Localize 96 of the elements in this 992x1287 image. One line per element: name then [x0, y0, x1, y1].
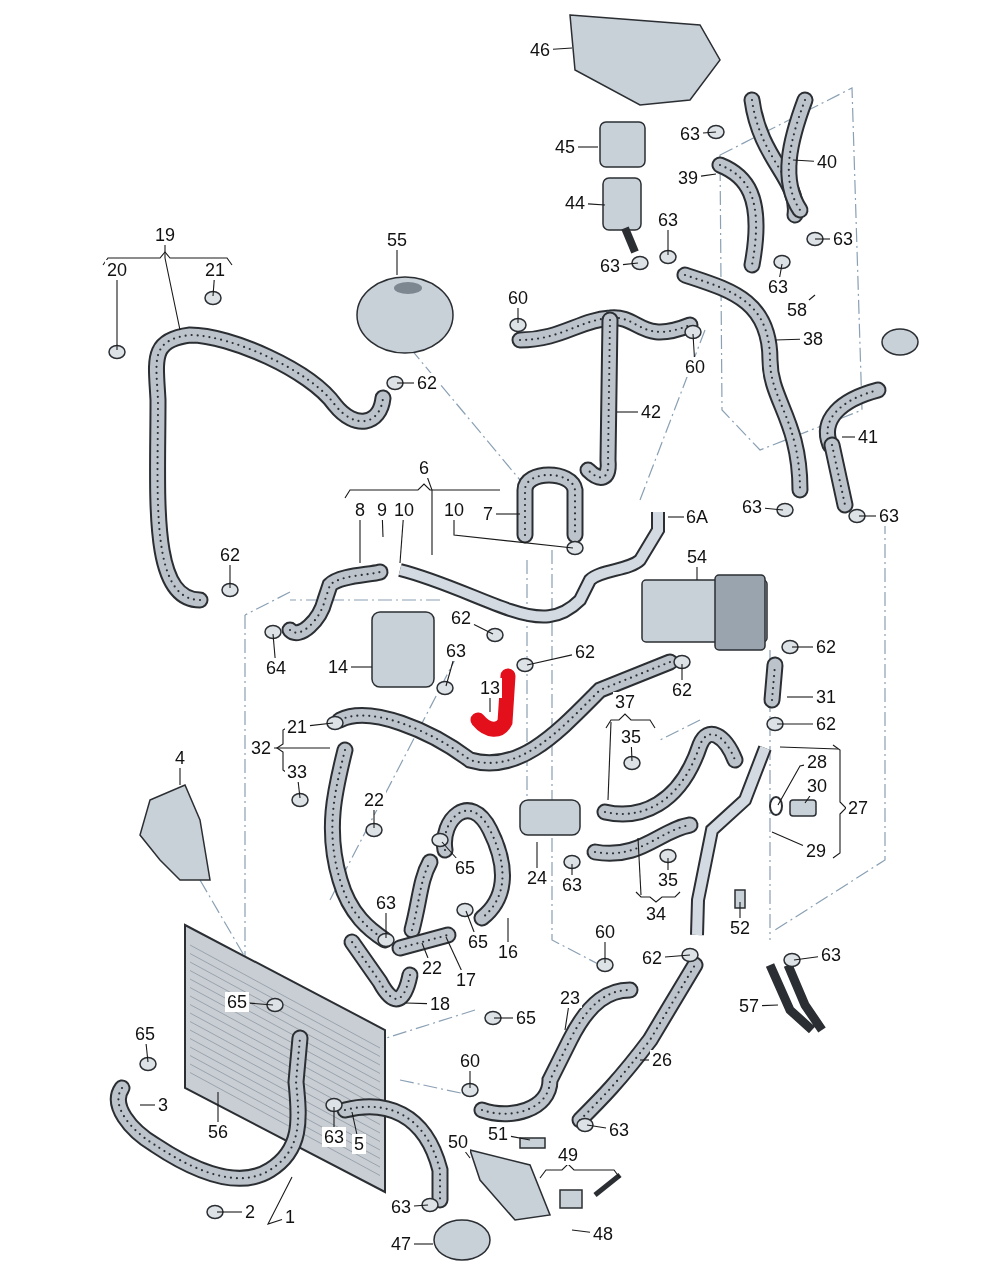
- leader-line: [814, 238, 831, 240]
- callout-number: 50: [446, 1132, 470, 1152]
- leader-line: [507, 917, 509, 943]
- leader-line: [604, 941, 606, 964]
- callout-number: 13: [478, 678, 502, 698]
- leader-line: [421, 942, 429, 959]
- leader-line: [212, 279, 215, 297]
- leader-line: [771, 831, 804, 846]
- leader-line: [808, 294, 816, 301]
- leader-line: [465, 910, 475, 933]
- leader-line: [702, 131, 717, 134]
- leader-line: [441, 841, 457, 859]
- leader-line: [297, 781, 301, 799]
- leader-line: [564, 1007, 569, 1031]
- leader-line: [464, 1151, 471, 1159]
- leader-line: [249, 1002, 274, 1006]
- leader-line: [413, 1204, 429, 1207]
- leader-line: [667, 229, 669, 256]
- leader-line: [373, 809, 375, 829]
- leader-line: [145, 1043, 149, 1063]
- leader-line: [350, 666, 373, 668]
- leader-line: [793, 956, 819, 961]
- callout-number: 63: [322, 1127, 346, 1147]
- leader-line: [229, 564, 231, 589]
- leader-line: [692, 333, 695, 358]
- leader-line: [272, 633, 276, 659]
- leader-line: [139, 1104, 156, 1106]
- leader-line: [381, 519, 384, 538]
- leader-line: [453, 519, 574, 549]
- leader-line: [473, 623, 494, 635]
- callout-number: 23: [558, 988, 582, 1008]
- callout-number: 60: [683, 357, 707, 377]
- callout-number: 30: [805, 776, 829, 796]
- leader-line: [587, 203, 606, 206]
- leader-line: [469, 1070, 471, 1089]
- callout-number: 65: [225, 992, 249, 1012]
- leader-line: [586, 1124, 607, 1129]
- leader-line: [536, 841, 538, 869]
- leader-line: [700, 173, 717, 177]
- leader-line: [667, 516, 685, 518]
- leader-line: [489, 697, 491, 713]
- leader-line: [804, 795, 811, 804]
- leader-line: [405, 1002, 428, 1005]
- leader-line: [571, 1229, 591, 1233]
- leader-line: [764, 507, 784, 511]
- leader-line: [493, 1017, 514, 1019]
- leader-line: [786, 696, 814, 698]
- leader-line: [664, 954, 691, 958]
- callout-number: 63: [877, 506, 901, 526]
- leader-line: [309, 722, 334, 727]
- leader-line: [445, 660, 454, 687]
- leader-line: [630, 746, 633, 762]
- callout-number: 22: [362, 790, 386, 810]
- leader-line: [791, 646, 814, 648]
- leader-line: [667, 857, 669, 871]
- leader-line: [639, 1059, 650, 1061]
- leader-line: [396, 249, 398, 276]
- leader-line: [776, 723, 814, 725]
- leader-line: [858, 515, 877, 517]
- callout-number: 6: [417, 458, 431, 478]
- leader-line: [792, 159, 815, 162]
- leader-line: [217, 1091, 219, 1123]
- leader-line: [779, 263, 783, 278]
- callout-number: 63: [444, 641, 468, 661]
- leader-line: [517, 307, 519, 324]
- leader-line: [399, 519, 404, 564]
- leader-line: [739, 901, 741, 919]
- leader-line: [359, 519, 361, 564]
- leader-line: [179, 767, 181, 786]
- leader-line: [216, 1211, 243, 1213]
- leader-line: [681, 663, 683, 681]
- leader-line: [622, 262, 639, 266]
- leader-line: [385, 912, 387, 939]
- leader-line: [616, 411, 639, 413]
- leader-line: [116, 279, 118, 351]
- leader-line: [774, 338, 801, 341]
- leader-line: [552, 47, 573, 50]
- leader-line: [351, 1111, 358, 1135]
- leader-line: [696, 566, 698, 581]
- leader-line: [777, 764, 805, 806]
- leader-line: [273, 747, 331, 749]
- leader-line: [164, 244, 181, 331]
- leader-line: [841, 436, 856, 438]
- leader-line: [427, 477, 433, 556]
- callout-number: 49: [556, 1145, 580, 1165]
- leader-line: [577, 146, 599, 148]
- leader-line: [761, 1004, 779, 1007]
- leader-line: [266, 1176, 293, 1225]
- leader-line: [396, 382, 415, 384]
- leader-line: [571, 863, 573, 876]
- leader-line: [413, 1243, 434, 1245]
- leader-line: [526, 654, 573, 666]
- leader-line: [495, 513, 521, 515]
- leader-line: [510, 1135, 531, 1141]
- leader-line: [445, 936, 462, 971]
- leader-line: [333, 1106, 335, 1128]
